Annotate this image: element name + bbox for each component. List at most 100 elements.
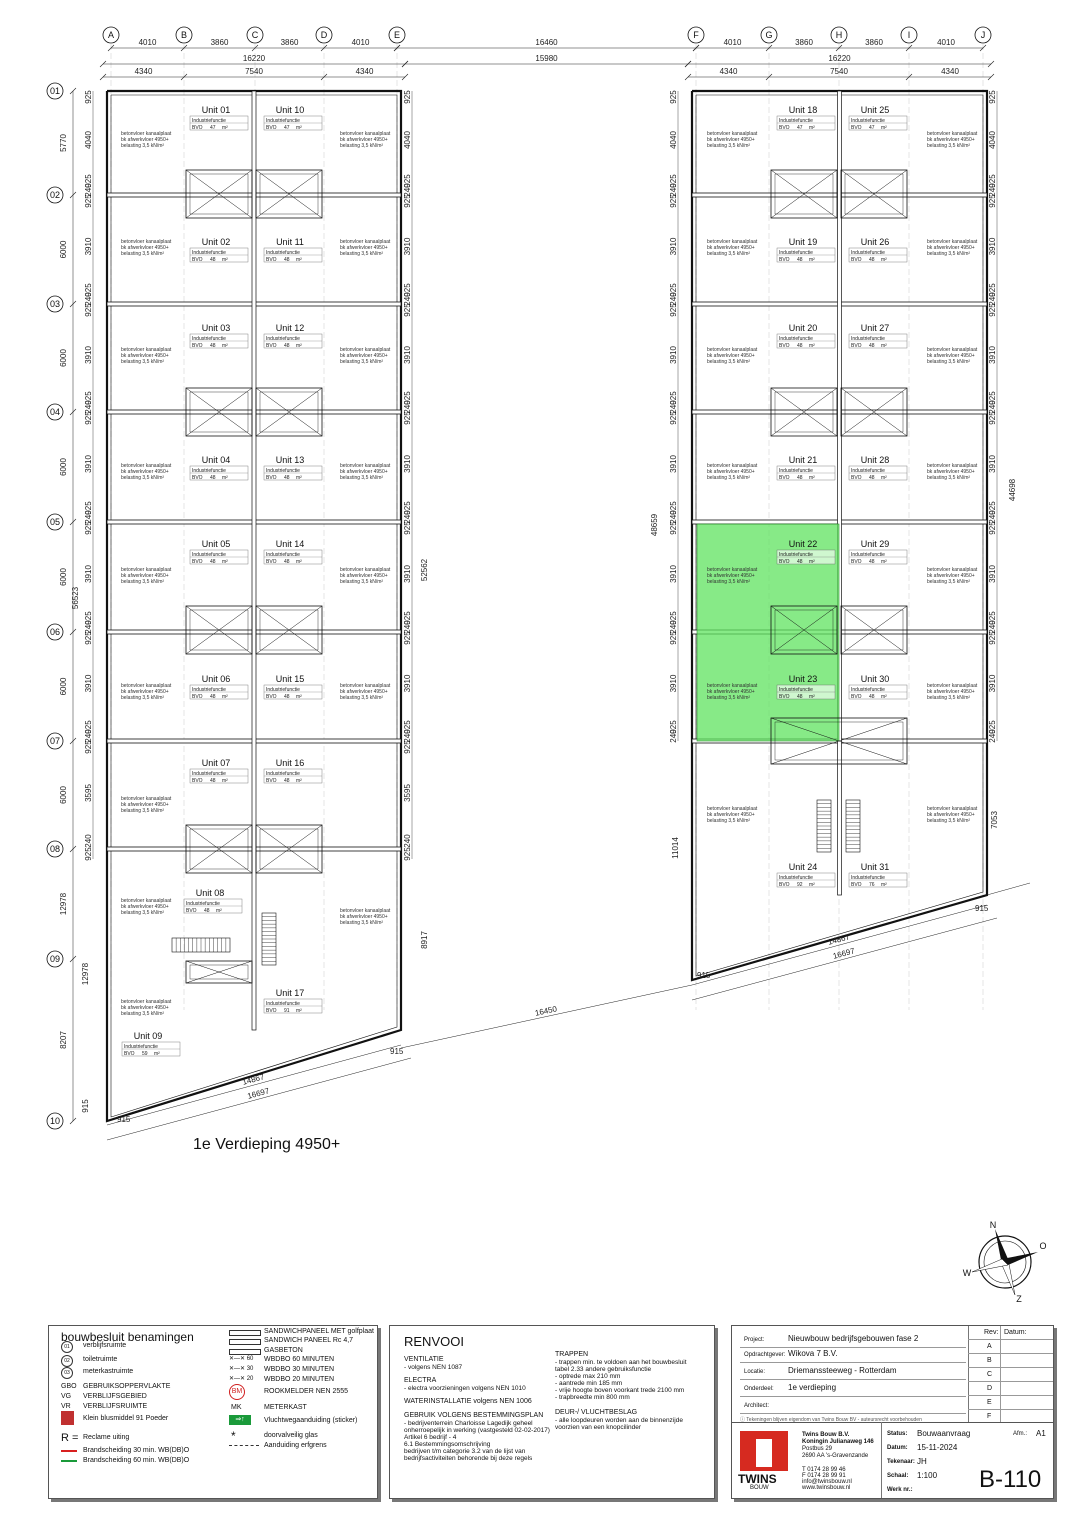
unit-bvo-label: BVO xyxy=(266,257,277,263)
dim-top2-left-tick xyxy=(99,60,107,68)
row-bubble-08 xyxy=(46,840,64,858)
dim-top-right-tick xyxy=(905,44,913,52)
unit-bvo-label: BVO xyxy=(779,475,790,481)
legend-item-text: toiletruimte xyxy=(83,1356,118,1363)
unit-name: Unit 26 xyxy=(861,237,890,247)
unit-m2: m² xyxy=(216,908,222,914)
unit-bvo-value: 48 xyxy=(797,475,803,481)
stair-void-diag xyxy=(255,605,323,655)
compass-n: N xyxy=(990,1220,997,1230)
unit-bvo-label: BVO xyxy=(266,475,277,481)
title-divider xyxy=(740,1362,966,1363)
floor-note-line: bk afwerkvloer 4950+ xyxy=(121,802,169,808)
dim-left-inner-label: 925 xyxy=(84,847,93,861)
floor-note-line: bk afwerkvloer 4950+ xyxy=(340,245,388,251)
dim-bottom-right-915b: 915 xyxy=(975,904,989,913)
unit-name: Unit 02 xyxy=(202,237,231,247)
row-bubble-06 xyxy=(46,623,64,641)
rev-row-line xyxy=(968,1381,1053,1382)
unit-name: Unit 01 xyxy=(202,105,231,115)
meta-value: JH xyxy=(917,1457,927,1466)
compass-needle-north xyxy=(995,1229,1008,1265)
dim-left-inner-r-label: 3910 xyxy=(403,237,412,255)
unit-bvo-label: BVO xyxy=(192,125,203,131)
grid-bubble-e xyxy=(388,26,406,44)
left-building xyxy=(105,89,403,1123)
dim-top3-left-tick xyxy=(401,73,409,81)
compass-w: W xyxy=(963,1268,972,1278)
dim-left-inner-r-label: 240 xyxy=(403,834,412,848)
unit-bvo-label: BVO xyxy=(851,882,862,888)
stair-void-diag xyxy=(840,169,908,219)
legend-item-text: Brandscheiding 60 min. WB(DB)O xyxy=(83,1457,190,1464)
dim-left-inner-r-label: 925 xyxy=(403,740,412,754)
dim-right-inner-label: 925 xyxy=(669,611,678,625)
dim-left-inner-label: 925 xyxy=(84,303,93,317)
title-value: 1e verdieping xyxy=(788,1383,837,1392)
unit-function: Industriefunctie xyxy=(192,250,226,256)
unit-bvo-label: BVO xyxy=(851,257,862,263)
unit-bvo-label: BVO xyxy=(779,257,790,263)
floor-note-line: betonvloer kanaalplaat xyxy=(121,347,172,353)
dim-right-inner-label: 925 xyxy=(669,411,678,425)
floor-note-line: belasting 3,5 kN/m² xyxy=(340,695,383,701)
floor-note-line: belasting 3,5 kN/m² xyxy=(927,579,970,585)
stair-void xyxy=(840,605,908,655)
dim-left-inner-r-label: 925 xyxy=(403,391,412,405)
contact-line: T 0174 28 99 46 xyxy=(802,1467,846,1473)
floor-note-line: bk afwerkvloer 4950+ xyxy=(707,353,755,359)
row-label-02: 02 xyxy=(50,190,60,200)
contact-line: info@twinsbouw.nl xyxy=(802,1479,852,1485)
size-value: A1 xyxy=(1036,1429,1046,1438)
renvooi-line: - trappen min. te voldoen aan het bouwbe… xyxy=(555,1359,687,1366)
unit-m2: m² xyxy=(296,559,302,565)
floor-note-line: betonvloer kanaalplaat xyxy=(707,463,758,469)
unit-bvo-label: BVO xyxy=(192,475,203,481)
unit-m2: m² xyxy=(222,559,228,565)
renvooi-heading: DEUR-/ VLUCHTBESLAG xyxy=(555,1409,638,1416)
stair-void xyxy=(840,169,908,219)
legend-item-text: VERBLIJFSRUIMTE xyxy=(83,1403,148,1410)
title-block: Project:Nieuwbouw bedrijfsgebouwen fase … xyxy=(731,1325,1054,1499)
dim-left-inner-r-label: 4040 xyxy=(403,131,412,149)
unit-m2: m² xyxy=(296,694,302,700)
stair-void-inner xyxy=(844,391,904,433)
renvooi-line: voorzien van een knopcilinder xyxy=(555,1424,641,1431)
logo-text: TWINS xyxy=(738,1472,777,1486)
dim-left-inner-label: 240 xyxy=(84,400,93,414)
unit-name: Unit 30 xyxy=(861,674,890,684)
unit-name: Unit 10 xyxy=(276,105,305,115)
renvooi-line: tabel 2.33 andere gebruiksfunctie xyxy=(555,1366,652,1373)
wbdbo-symbol-icon: ✕—✕ 60 xyxy=(229,1356,254,1362)
unit-bvo-label: BVO xyxy=(186,908,197,914)
unit-function: Industriefunctie xyxy=(779,875,813,881)
unit-m2: m² xyxy=(296,475,302,481)
floor-note-line: belasting 3,5 kN/m² xyxy=(927,251,970,257)
floor-note-line: betonvloer kanaalplaat xyxy=(927,806,978,812)
unit-bvo-value: 48 xyxy=(869,343,875,349)
dim-left-inner-label: 925 xyxy=(84,174,93,188)
unit-m2: m² xyxy=(296,343,302,349)
unit-m2: m² xyxy=(296,1008,302,1014)
unit-name: Unit 20 xyxy=(789,323,818,333)
dim-bottom-right-16697-line xyxy=(691,917,998,1001)
row-label-01: 01 xyxy=(50,86,60,96)
dim-left-outer-tick xyxy=(69,845,77,853)
dim-left-outer-label: 6000 xyxy=(59,458,68,476)
dim-top-right-tick xyxy=(692,44,700,52)
